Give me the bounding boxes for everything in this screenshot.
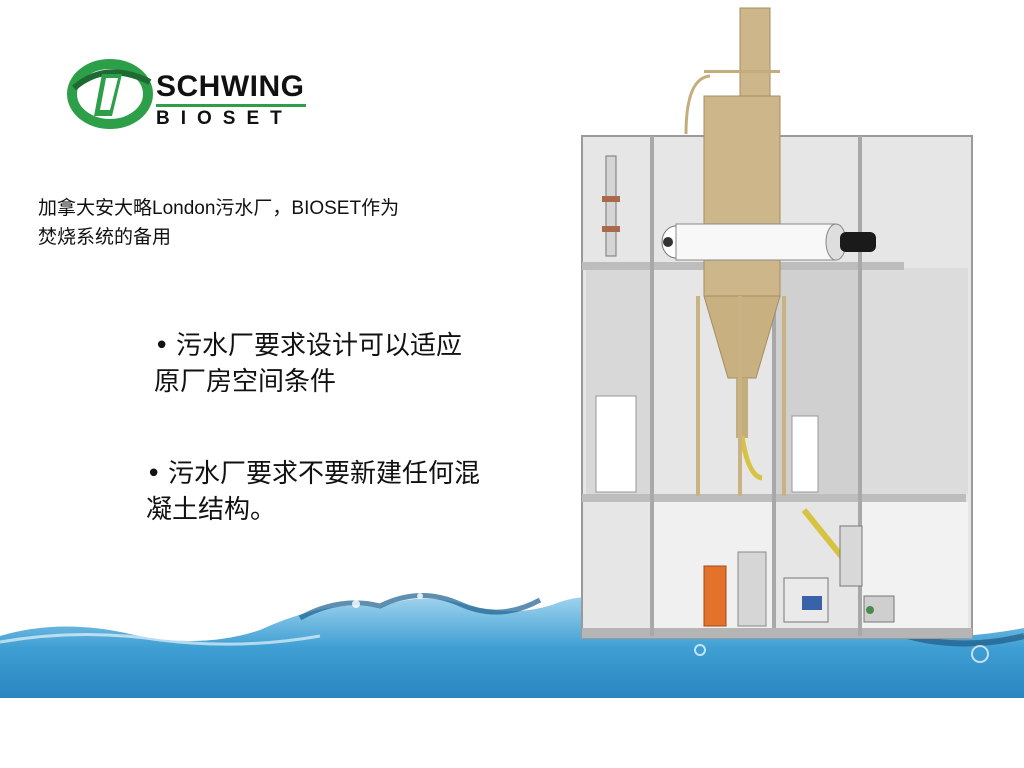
bullet-item-2: •污水厂要求不要新建任何混 凝土结构。 <box>146 456 566 528</box>
bullet-1-line-2: 原厂房空间条件 <box>154 367 337 397</box>
incineration-plant-illustration <box>581 7 973 639</box>
logo-brand-bottom: BIOSET <box>156 108 293 129</box>
caption-line-1: 加拿大安大略London污水厂，BIOSET作为 <box>38 198 400 219</box>
logo-divider <box>156 104 306 107</box>
bullet-item-1: •污水厂要求设计可以适应 原厂房空间条件 <box>154 328 544 400</box>
project-caption: 加拿大安大略London污水厂，BIOSET作为 焚烧系统的备用 <box>38 194 558 252</box>
bullet-marker: • <box>146 459 162 489</box>
bullet-2-line-2: 凝土结构。 <box>146 495 277 525</box>
bullet-2-line-1: 污水厂要求不要新建任何混 <box>168 459 481 489</box>
schwing-swirl-logo-icon <box>67 59 153 129</box>
caption-line-2: 焚烧系统的备用 <box>38 227 172 248</box>
bullet-marker: • <box>154 331 170 361</box>
bullet-1-line-1: 污水厂要求设计可以适应 <box>176 331 463 361</box>
logo-brand-top: SCHWING <box>156 70 305 103</box>
schwing-bioset-logo: SCHWING BIOSET <box>66 52 311 136</box>
